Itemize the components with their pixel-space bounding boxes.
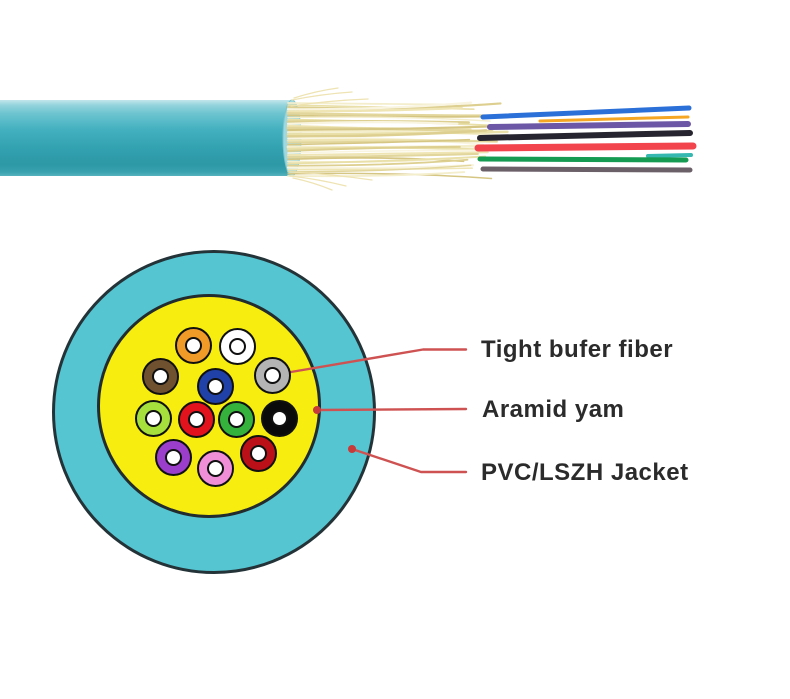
aramid-yarn-strand — [287, 158, 469, 167]
aramid-yarn-strand — [286, 121, 459, 125]
cable-jacket — [0, 100, 292, 176]
aramid-yarn-strand — [287, 167, 474, 171]
fiber-ring-green — [217, 400, 255, 438]
fiber-ring-hole — [144, 409, 162, 427]
aramid-yarn-strand — [286, 130, 509, 136]
fiber-ring-hole — [206, 377, 224, 395]
fiber-ring-red — [177, 400, 215, 438]
aramid-yarn-wisp — [289, 175, 347, 187]
aramid-yarn-strand — [287, 155, 487, 165]
fiber-ring-hole — [228, 337, 246, 355]
loose-fiber-blue — [480, 105, 692, 120]
aramid-yarn-strand — [287, 140, 498, 144]
aramid-yarn-wisp — [289, 171, 373, 181]
aramid-yarn-wisp — [291, 91, 353, 101]
fiber-ring-pink — [196, 449, 234, 487]
aramid-yarn-strand — [287, 149, 509, 154]
aramid-yarn-strand — [287, 155, 481, 163]
aramid-yarn-strand — [287, 172, 493, 180]
aramid-yarn-strand — [287, 164, 472, 173]
aramid-yarn-strand — [286, 152, 479, 159]
loose-fiber-green — [477, 156, 689, 163]
aramid-yarn-strand — [286, 164, 475, 170]
fiber-ring-darkred — [239, 434, 277, 472]
aramid-yarn-strand — [287, 138, 471, 146]
fiber-ring-hole — [164, 448, 182, 466]
fiber-ring-hole — [227, 410, 245, 428]
aramid-yarn-strand — [286, 144, 497, 149]
loose-fiber-gray-dark — [480, 166, 693, 173]
fiber-ring-hole — [249, 444, 267, 462]
aramid-yarn-strand — [287, 102, 457, 106]
aramid-yarn-wisp — [292, 177, 333, 191]
aramid-yarn-strand — [286, 101, 473, 111]
aramid-yarn-strand — [287, 171, 466, 178]
fiber-ring-blue — [196, 367, 234, 405]
fiber-ring-chartreuse — [134, 399, 172, 437]
aramid-yarn-strand — [287, 151, 489, 157]
fiber-ring-black — [260, 399, 298, 437]
aramid-yarn-strand — [287, 116, 491, 122]
fiber-ring-hole — [151, 367, 169, 385]
aramid-yarn-strand — [286, 124, 472, 131]
loose-fiber-black — [477, 130, 693, 141]
aramid-yarn-wisp — [290, 98, 369, 107]
aramid-yarn-strand — [286, 129, 488, 138]
aramid-yarn-strand — [287, 145, 461, 152]
aramid-yarn-strand — [287, 137, 485, 146]
aramid-yarn-strand — [286, 112, 486, 117]
aramid-yarn-wisp — [293, 87, 339, 99]
fiber-ring-orange — [174, 326, 212, 364]
aramid-yarn-strand — [287, 114, 487, 118]
aramid-yarn-strand — [286, 146, 476, 151]
aramid-yarn-strand — [287, 118, 501, 127]
aramid-yarn-strand — [286, 102, 502, 110]
fiber-ring-white — [218, 327, 256, 365]
aramid-yarn-strand — [286, 120, 470, 124]
label-pvc-lszh-jacket: PVC/LSZH Jacket — [481, 459, 689, 486]
aramid-yarn-strand — [286, 106, 463, 113]
fiber-ring-hole — [263, 366, 281, 384]
loose-fiber-teal-tip — [646, 153, 693, 158]
label-aramid-yarn: Aramid yam — [482, 396, 625, 423]
fiber-ring-hole — [187, 410, 205, 428]
loose-fiber-orange — [538, 115, 690, 123]
fiber-ring-hole — [184, 336, 202, 354]
loose-fiber-red — [474, 142, 697, 152]
loose-fiber-purple — [487, 121, 691, 130]
fiber-ring-brown — [141, 357, 179, 395]
aramid-yarn-strand — [287, 104, 475, 110]
fiber-ring-hole — [270, 409, 288, 427]
fiber-ring-purple — [154, 438, 192, 476]
fiber-ring-hole — [206, 459, 224, 477]
aramid-yarn-strand — [287, 157, 465, 163]
label-tight-buffer-fiber: Tight bufer fiber — [481, 336, 674, 363]
aramid-yarn-strand — [286, 126, 494, 133]
aramid-yarn-strand — [286, 138, 499, 143]
aramid-yarn-strand — [286, 130, 499, 137]
fiber-ring-gray — [253, 356, 291, 394]
aramid-yarn-strand — [286, 125, 489, 132]
